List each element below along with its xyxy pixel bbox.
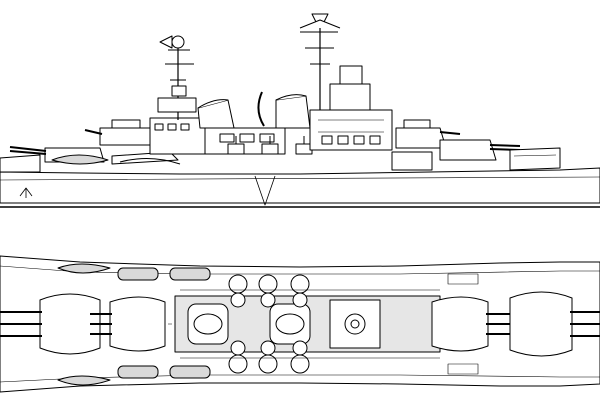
boat-plan bbox=[169, 267, 211, 281]
window bbox=[259, 133, 275, 143]
aft-funnel bbox=[275, 95, 311, 129]
aft-bridge bbox=[329, 83, 371, 111]
boat-plan bbox=[117, 267, 159, 281]
stern-strut bbox=[254, 175, 276, 206]
window bbox=[154, 123, 164, 131]
window bbox=[239, 133, 255, 143]
director-tower bbox=[339, 65, 363, 85]
secondary-mounts-plan bbox=[228, 274, 310, 374]
window bbox=[369, 135, 381, 145]
turret-d-plan bbox=[509, 291, 600, 357]
hull-side bbox=[0, 167, 600, 204]
director-plan bbox=[344, 313, 366, 335]
side-elevation bbox=[0, 13, 600, 208]
foremast bbox=[157, 35, 197, 120]
boat-forward bbox=[51, 154, 109, 165]
hull-rubbing-strake bbox=[0, 176, 600, 181]
window bbox=[321, 135, 333, 145]
funnel-opening bbox=[193, 313, 223, 335]
secondary-mounts bbox=[227, 136, 313, 155]
forward-funnel-plan bbox=[187, 303, 229, 345]
window bbox=[167, 123, 177, 131]
turret-c-plan bbox=[431, 296, 510, 352]
window bbox=[353, 135, 365, 145]
forward-funnel bbox=[197, 99, 235, 129]
midships-deckhouse bbox=[204, 127, 286, 155]
aft-funnel-plan bbox=[269, 303, 311, 345]
window bbox=[180, 123, 190, 131]
boat-deck-curve bbox=[119, 158, 181, 165]
boat-plan bbox=[117, 365, 159, 379]
turret-c bbox=[395, 119, 461, 149]
boat-plan bbox=[57, 263, 111, 274]
anchor-icon bbox=[19, 187, 33, 198]
window bbox=[337, 135, 349, 145]
aft-funnel-cap bbox=[275, 94, 307, 101]
mast-base bbox=[350, 319, 360, 329]
turret-b-plan bbox=[90, 296, 166, 352]
forward-superstructure bbox=[149, 117, 206, 155]
window bbox=[219, 133, 235, 143]
funnel-opening bbox=[275, 313, 305, 335]
radar-antenna bbox=[257, 91, 265, 127]
turret-b bbox=[84, 119, 156, 146]
boat-plan bbox=[57, 375, 111, 386]
stern-deckhouse bbox=[509, 147, 561, 171]
plan-view bbox=[0, 255, 600, 393]
mainmast bbox=[299, 13, 341, 118]
turret-a-plan bbox=[0, 293, 101, 355]
turret-d bbox=[439, 139, 521, 161]
deck-fittings bbox=[180, 273, 479, 375]
boat-plan bbox=[169, 365, 211, 379]
bow-deckhouse bbox=[0, 154, 41, 173]
aft-deckhouse bbox=[391, 151, 433, 171]
forward-funnel-cap bbox=[197, 99, 229, 109]
aft-superstructure bbox=[309, 109, 393, 151]
